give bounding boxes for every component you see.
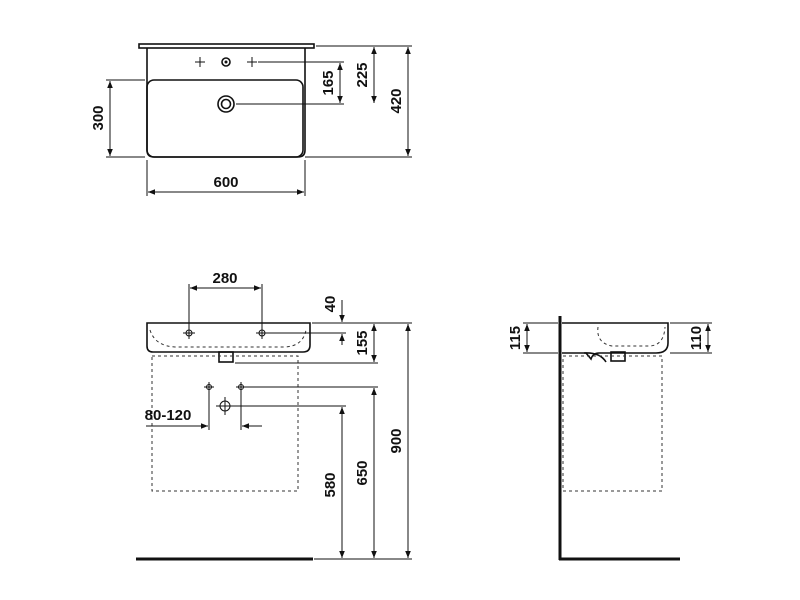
dim-label-110: 110 — [688, 326, 705, 350]
dim-label-280: 280 — [212, 270, 237, 287]
side-basin-outline — [562, 322, 669, 361]
dim-label-225: 225 — [354, 62, 371, 87]
dim-label-80-120: 80-120 — [145, 407, 192, 424]
dim-label-650: 650 — [354, 460, 371, 485]
front-vanity-outline — [151, 355, 299, 492]
dim-label-420: 420 — [388, 88, 405, 113]
top-basin-outline — [146, 48, 306, 158]
top-drain — [217, 95, 235, 113]
top-tap-hole-left-mark — [195, 57, 205, 67]
dim-label-115: 115 — [507, 326, 524, 350]
top-bowl-outline — [146, 79, 304, 158]
dim-label-600: 600 — [213, 174, 238, 191]
dim-label-580: 580 — [322, 472, 339, 497]
dim-label-900: 900 — [388, 428, 405, 453]
top-tap-hole-right-mark — [247, 57, 257, 67]
top-deck-rim — [138, 43, 315, 49]
dim-label-155: 155 — [354, 330, 371, 355]
front-waste-outlet — [216, 397, 234, 415]
top-tap-hole-center — [221, 57, 231, 67]
dim-label-165: 165 — [320, 70, 337, 95]
top-view: 165 225 420 300 600 — [90, 43, 412, 196]
dim-label-40: 40 — [322, 296, 339, 313]
front-tap-hole-left — [183, 327, 195, 339]
front-view: 280 40 155 580 650 900 80-120 — [136, 270, 412, 561]
side-vanity-outline — [562, 355, 663, 492]
side-view: 115 110 — [507, 316, 712, 561]
front-fixing-left — [204, 382, 214, 392]
front-basin-outline — [146, 322, 311, 353]
front-tap-hole-right — [256, 327, 268, 339]
dim-label-300: 300 — [90, 105, 107, 130]
front-drain-spigot — [218, 351, 234, 363]
